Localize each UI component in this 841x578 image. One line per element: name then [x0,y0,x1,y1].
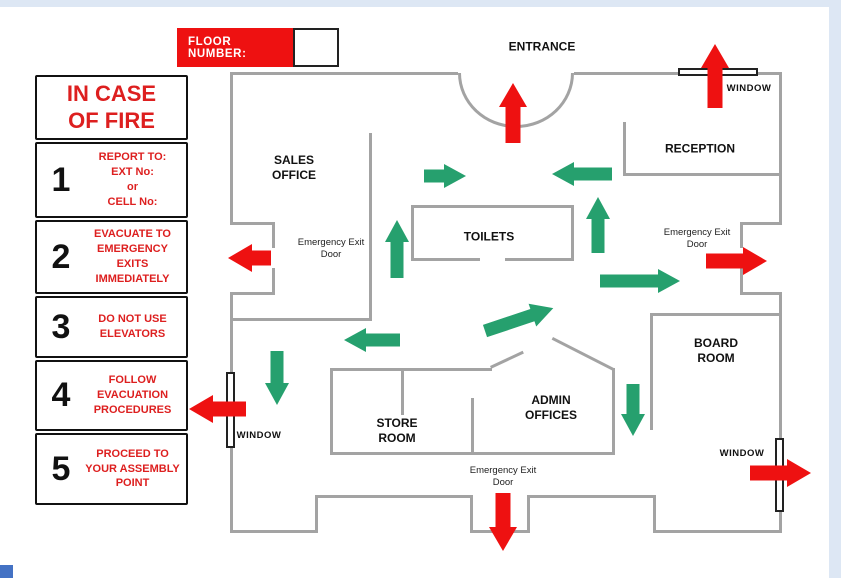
wall-segment [470,530,530,533]
exit-arrow-left-window [189,395,246,423]
wall-segment [740,222,782,225]
wall-segment [411,205,414,261]
reception-label: RECEPTION [664,141,736,156]
route-arrow-up-left-of-toilets [385,220,409,278]
step-text: EVACUATE TO EMERGENCY EXITS IMMEDIATELY [93,228,171,285]
exit-arrow-entrance [499,83,527,143]
wall-segment [230,222,275,225]
window-label-left: WINDOW [236,430,282,442]
floor-number-label: FLOOR NUMBER: [188,35,247,60]
window-label-top: WINDOW [726,83,772,95]
wall-segment [551,337,614,371]
route-arrow-up-right-of-toilets [586,197,610,253]
wall-segment [740,268,743,295]
wall-segment [230,292,275,295]
step-3: 3 DO NOT USE ELEVATORS [35,296,188,358]
wall-segment [653,495,656,533]
wall-segment [230,72,458,75]
wall-segment [612,368,615,455]
step-5: 5 PROCEED TO YOUR ASSEMBLY POINT [35,433,188,505]
wall-segment [471,398,474,455]
step-text: FOLLOW EVACUATION PROCEDURES [93,374,172,416]
wall-segment [230,530,318,533]
wall-segment [401,368,404,415]
exit-arrow-right-window [750,459,811,487]
wall-segment [315,495,473,498]
floor-number-label-box: FLOOR NUMBER: [177,28,293,67]
route-arrow-hall-left [552,162,612,186]
wall-segment [527,495,530,533]
wall-segment [230,318,372,321]
wall-segment [330,368,492,371]
wall-segment [779,72,782,225]
wall-segment [571,205,574,261]
route-arrow-down-left-corridor [265,351,289,405]
wall-segment [315,495,318,533]
wall-segment [653,530,782,533]
route-arrow-to-right-exit [600,269,680,293]
wall-segment [411,258,480,261]
wall-segment [740,292,782,295]
page-edge-right [829,0,841,578]
wall-segment [650,313,653,430]
step-text: REPORT TO: EXT No: or CELL No: [98,151,167,208]
step-number: 2 [51,237,71,276]
store-room-label: STORE ROOM [376,416,418,445]
in-case-of-fire-title: IN CASE OF FIRE [35,75,188,140]
step-2: 2 EVACUATE TO EMERGENCY EXITS IMMEDIATEL… [35,220,188,294]
step-1: 1 REPORT TO: EXT No: or CELL No: [35,142,188,218]
emergency-exit-door-label-right: Emergency Exit Door [663,227,731,250]
step-text: DO NOT USE ELEVATORS [98,313,167,340]
wall-segment [740,222,743,248]
route-arrow-hall-right [424,164,466,188]
wall-segment [470,495,473,533]
floor-number-input[interactable] [293,28,339,67]
exit-arrow-right-door [706,247,767,275]
entrance-label: ENTRANCE [508,39,576,54]
wall-segment [574,72,680,75]
wall-segment [272,222,275,248]
step-number: 3 [51,307,71,346]
step-number: 1 [51,160,71,199]
emergency-exit-door-label-bottom: Emergency Exit Door [469,465,537,488]
wall-segment [505,258,574,261]
exit-arrow-bottom-door [489,493,517,551]
admin-offices-label: ADMIN OFFICES [524,393,578,422]
exit-arrow-top-window [701,44,729,108]
wall-segment [490,350,524,369]
page-edge-top [0,0,841,7]
step-number: 5 [51,449,71,488]
wall-segment [330,368,333,455]
wall-segment [623,173,782,176]
exit-arrow-left-door [228,244,271,272]
wall-segment [650,313,782,316]
wall-segment [527,495,656,498]
wall-segment [779,292,782,533]
page-edge-corner [0,565,13,578]
board-room-label: BOARD ROOM [694,336,738,365]
route-arrow-from-admin-door [481,296,558,343]
window-label-bottom-right: WINDOW [719,448,765,460]
step-4: 4 FOLLOW EVACUATION PROCEDURES [35,360,188,431]
toilets-label: TOILETS [463,229,515,244]
emergency-exit-door-label-left: Emergency Exit Door [297,237,365,260]
sales-office-label: SALES OFFICE [272,153,316,182]
wall-segment [272,268,275,295]
step-number: 4 [51,376,71,414]
step-text: PROCEED TO YOUR ASSEMBLY POINT [85,447,180,490]
route-arrow-corridor-left [344,328,400,352]
wall-segment [230,72,233,225]
wall-segment [411,205,574,208]
route-arrow-down-boardroom [621,384,645,436]
wall-segment [623,122,626,176]
wall-segment [369,133,372,321]
wall-segment [755,72,782,75]
